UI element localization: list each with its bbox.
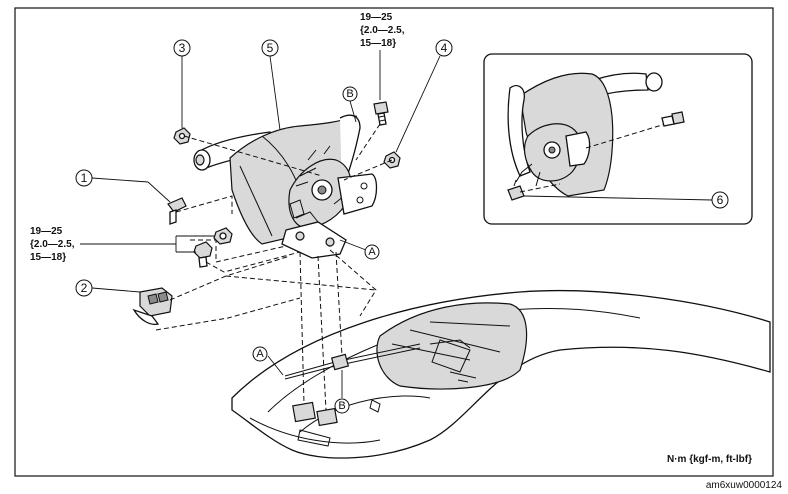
inset-detail	[483, 53, 753, 225]
callout-6: 6	[523, 191, 729, 209]
bolt-upper	[373, 101, 389, 126]
ref-a-upper: A	[339, 239, 380, 260]
torque-upper-line-3: 15—18}	[360, 38, 396, 49]
parking-brake-lever	[193, 114, 378, 259]
callout-3: 3	[173, 39, 191, 128]
figure-frame	[14, 7, 774, 477]
callout-1: 1	[75, 169, 171, 203]
ref-a-lower-label: A	[256, 348, 264, 360]
torque-spec-upper: 19—25 {2.0—2.5, 15—18}	[360, 12, 405, 100]
floor-tunnel	[231, 290, 771, 459]
ref-a-lower: A	[252, 346, 268, 362]
torque-left-line-1: 19—25	[30, 226, 63, 237]
torque-spec-left: 19—25 {2.0—2.5, 15—18}	[30, 226, 214, 263]
callout-label-2: 2	[81, 281, 88, 295]
torque-upper-line-1: 19—25	[360, 12, 393, 23]
ref-b-lower-label: B	[338, 400, 345, 412]
unit-label: N·m {kgf-m, ft-lbf}	[667, 454, 752, 465]
nut-3	[173, 127, 191, 145]
alignment-lines	[155, 123, 393, 411]
callout-2: 2	[75, 279, 141, 297]
callout-label-3: 3	[179, 41, 186, 55]
ref-a-upper-label: A	[368, 246, 376, 258]
torque-left-line-3: 15—18}	[30, 252, 66, 263]
switch-connector-2	[132, 287, 173, 326]
torque-upper-line-2: {2.0—2.5,	[360, 25, 405, 36]
brake-cable	[267, 339, 471, 380]
callout-label-5: 5	[267, 41, 274, 55]
ref-b-lower: B	[334, 370, 350, 414]
callout-label-4: 4	[441, 41, 448, 55]
ref-b-upper-label: B	[346, 88, 353, 100]
callout-5: 5	[261, 39, 281, 131]
callout-label-1: 1	[81, 171, 88, 185]
torque-left-line-2: {2.0—2.5,	[30, 239, 75, 250]
bolts-left	[193, 227, 233, 268]
ref-b-upper: B	[342, 86, 358, 123]
callout-label-6: 6	[717, 193, 724, 207]
cable-bracket-1	[167, 197, 187, 225]
callout-4: 4	[395, 39, 453, 153]
figure-code: am6xuw0000124	[706, 480, 783, 491]
